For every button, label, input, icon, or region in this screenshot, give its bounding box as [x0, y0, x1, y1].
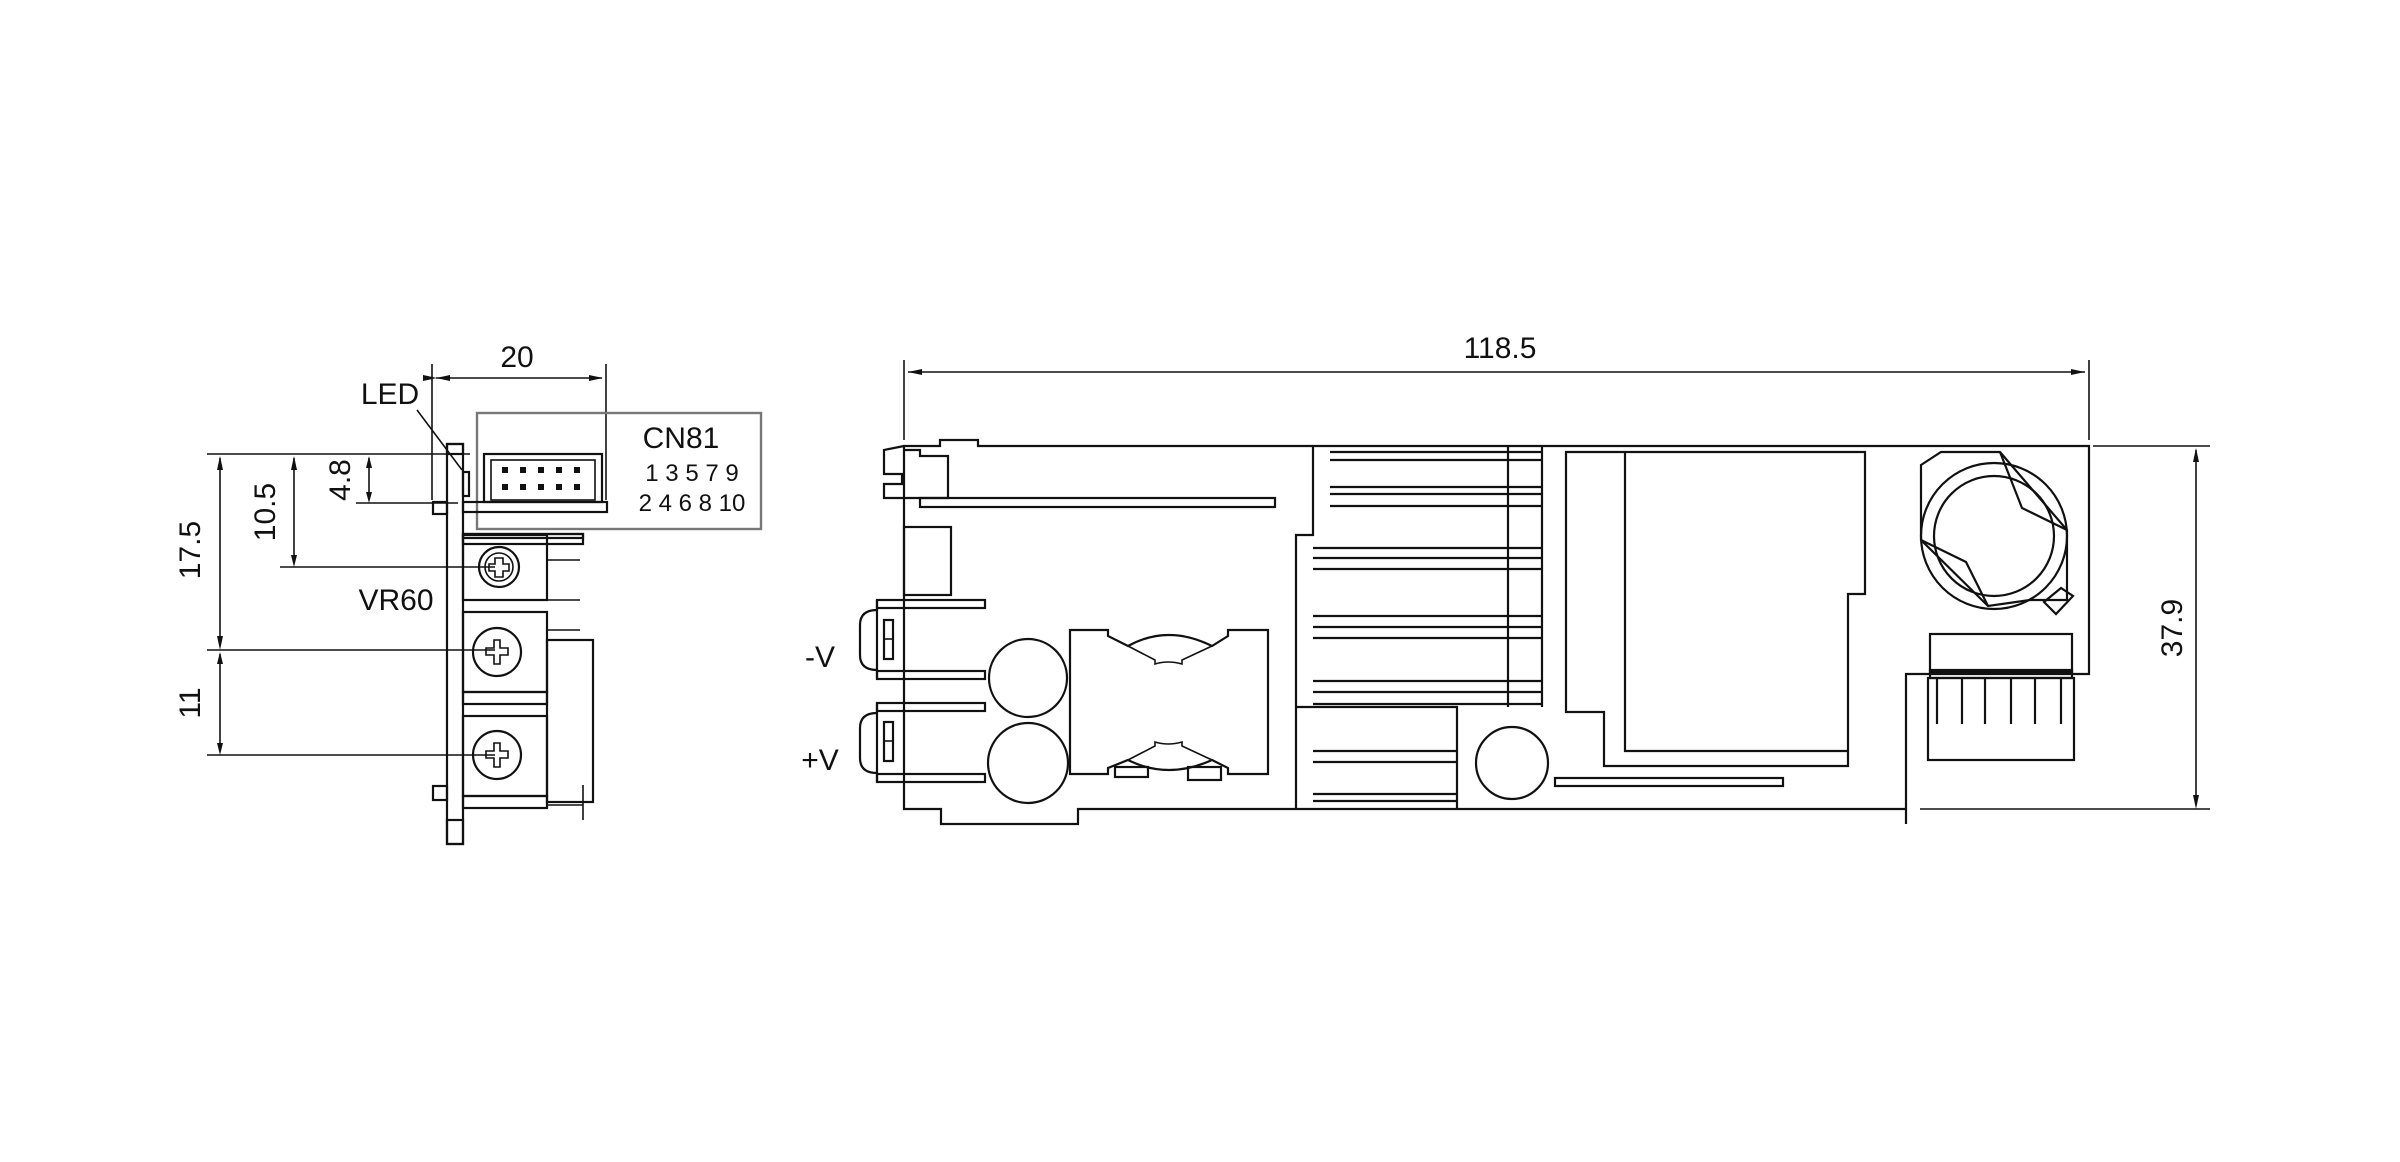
terminal-screw-neg [471, 626, 523, 678]
top-view: 118.5 37.9 -V + [801, 332, 2210, 826]
dimension-4-8: 4.8 [324, 459, 357, 501]
capacitor [1474, 725, 1550, 801]
dimension-11: 11 [174, 687, 207, 718]
pcb-slot [1553, 776, 1785, 788]
neg-terminal [858, 598, 987, 681]
cn81-connector [461, 452, 609, 514]
dimension-10-5: 10.5 [249, 483, 282, 541]
cn81-pins-odd: 1 3 5 7 9 [645, 460, 738, 487]
pos-terminal [858, 701, 987, 784]
pcb-outline [902, 438, 2091, 826]
bulk-capacitor [1919, 450, 2075, 616]
capacitor [986, 721, 1070, 805]
vr60-label: VR60 [358, 584, 433, 617]
cn81-callout-box [475, 411, 763, 531]
heatsink [1294, 446, 1544, 809]
input-connector [1926, 632, 2076, 762]
pos-terminal-label: +V [801, 744, 839, 777]
cn81-label: CN81 [643, 422, 720, 455]
output-inductor [1068, 628, 1270, 782]
side-view: 20 LED CN81 1 3 5 7 9 2 4 6 8 10 [174, 341, 763, 846]
dimension-17-5: 17.5 [174, 521, 207, 579]
front-panel-plate [445, 442, 465, 846]
dimension-width-20: 20 [500, 341, 533, 374]
terminal-block [461, 610, 595, 820]
led-label: LED [361, 378, 419, 411]
transformer [1564, 450, 1867, 768]
cn81-pins-even: 2 4 6 8 10 [639, 490, 746, 517]
dimension-length-118-5: 118.5 [1464, 332, 1537, 365]
dimension-height-37-9: 37.9 [2156, 599, 2189, 657]
neg-terminal-label: -V [805, 641, 835, 674]
led [461, 470, 471, 498]
capacitor [987, 637, 1069, 719]
small-component [902, 525, 953, 597]
